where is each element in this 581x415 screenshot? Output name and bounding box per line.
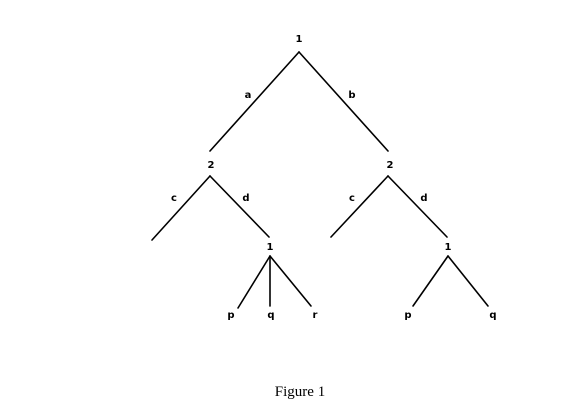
edge-left-p <box>237 255 271 309</box>
node-right-label: 2 <box>387 160 394 171</box>
node-root-label: 1 <box>296 34 303 45</box>
terminal-left-q-label: q <box>267 310 274 321</box>
figure-caption: Figure 1 <box>275 384 325 400</box>
node-left-sub-label: 1 <box>267 242 274 253</box>
edge-left-r <box>269 255 312 307</box>
edge-right-c <box>330 175 389 238</box>
edge-right-q <box>447 255 489 307</box>
edge-right-p <box>412 255 449 307</box>
edge-b <box>298 51 389 152</box>
edge-right-c-label: c <box>349 193 355 204</box>
edge-left-c <box>151 175 211 241</box>
terminal-left-r-label: r <box>313 310 318 321</box>
edge-left-d <box>209 175 270 238</box>
terminal-right-q-label: q <box>489 310 496 321</box>
edge-a-label: a <box>245 90 252 101</box>
edge-right-d <box>387 175 448 238</box>
edge-b-label: b <box>348 90 355 101</box>
edge-left-c-label: c <box>171 193 177 204</box>
terminal-left-p-label: p <box>227 310 234 321</box>
edge-left-d-label: d <box>242 193 249 204</box>
edge-a <box>209 51 300 152</box>
node-left-label: 2 <box>208 160 215 171</box>
terminal-right-p-label: p <box>404 310 411 321</box>
edge-right-d-label: d <box>420 193 427 204</box>
node-right-sub-label: 1 <box>445 242 452 253</box>
